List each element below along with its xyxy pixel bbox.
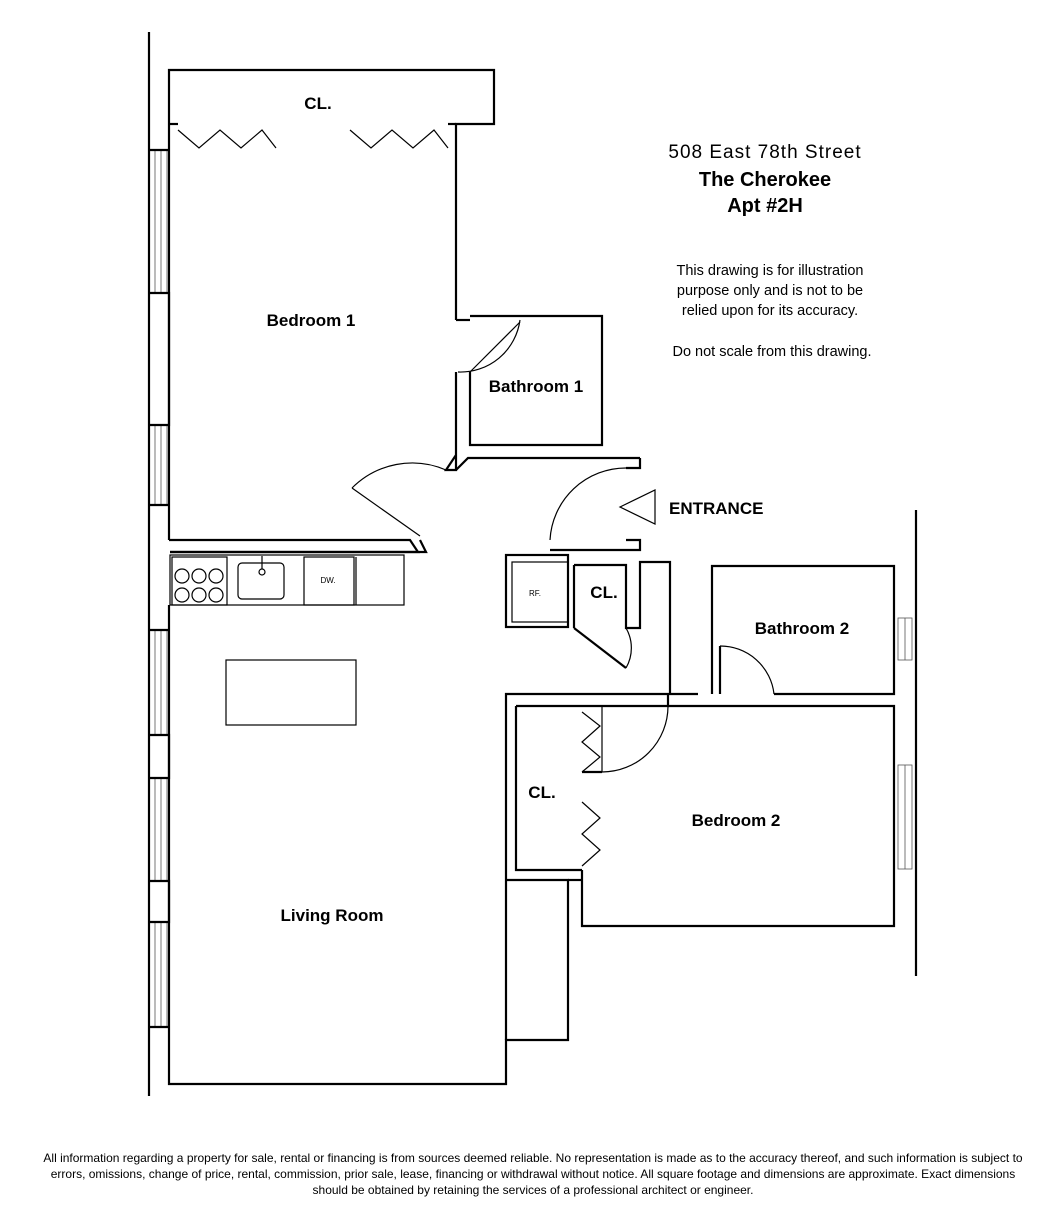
note-line-3: relied upon for its accuracy. <box>682 303 858 319</box>
scale-note: Do not scale from this drawing. <box>672 344 871 360</box>
bedroom2-walls <box>504 692 896 1040</box>
entrance-hall-walls <box>170 456 656 554</box>
label-bedroom1: Bedroom 1 <box>267 311 356 330</box>
mid-closet-walls <box>572 560 698 696</box>
bedroom1-walls <box>167 150 470 554</box>
kitchen-island <box>225 659 357 726</box>
unit-number: Apt #2H <box>727 195 803 217</box>
label-bedroom2: Bedroom 2 <box>692 811 781 830</box>
legal-disclaimer: All information regarding a property for… <box>43 1151 1023 1197</box>
left-exterior-wall <box>147 32 171 1096</box>
living-room-walls <box>167 605 582 1086</box>
bathroom2-walls <box>710 564 896 696</box>
top-closet-outline <box>167 68 496 320</box>
label-refrigerator: RF. <box>529 589 541 598</box>
kitchen-counter <box>169 554 405 606</box>
bathroom1-walls <box>457 314 604 447</box>
label-closet-top: CL. <box>304 94 331 113</box>
building-name: The Cherokee <box>699 169 831 191</box>
label-dishwasher: DW. <box>320 576 335 585</box>
label-closet-left: CL. <box>528 783 555 802</box>
label-living-room: Living Room <box>281 906 384 925</box>
address-title: 508 East 78th Street <box>668 142 861 163</box>
label-closet-mid: CL. <box>590 583 617 602</box>
note-line-1: This drawing is for illustration <box>677 263 864 279</box>
label-entrance: ENTRANCE <box>669 499 763 518</box>
note-line-2: purpose only and is not to be <box>677 283 863 299</box>
label-bathroom1: Bathroom 1 <box>489 377 583 396</box>
label-bathroom2: Bathroom 2 <box>755 619 849 638</box>
right-exterior-wall <box>897 510 918 976</box>
refrigerator <box>504 553 570 629</box>
